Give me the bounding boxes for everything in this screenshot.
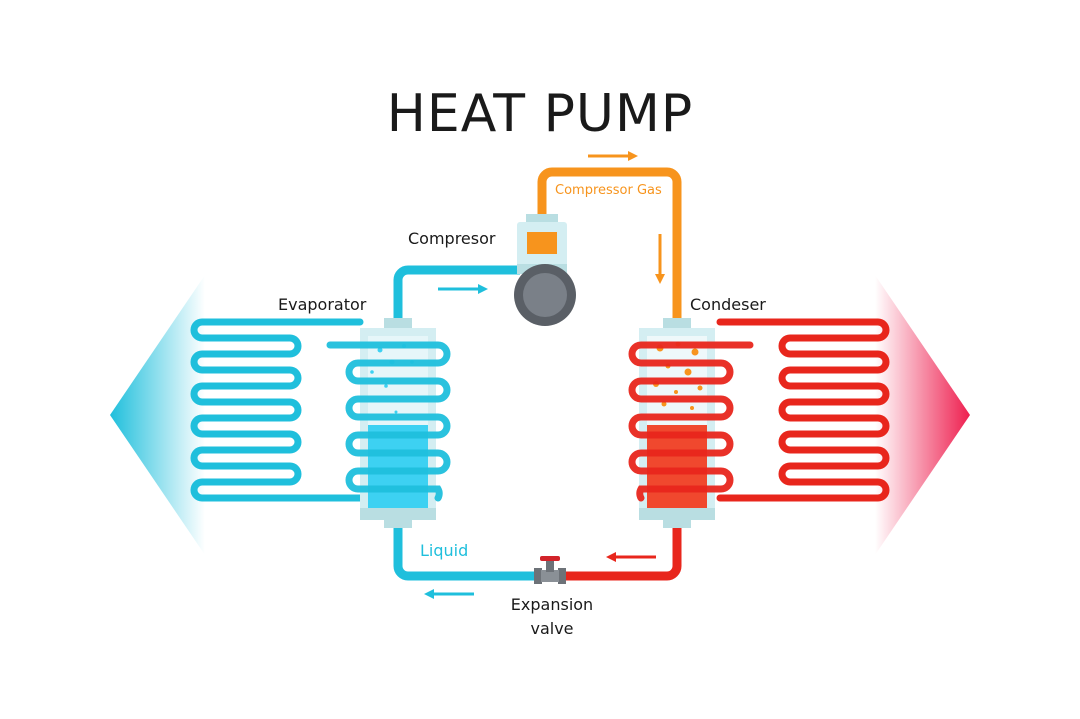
expansion-valve xyxy=(534,556,566,584)
flow-arrow-liquid-left-icon xyxy=(424,589,474,599)
flow-arrow-gas-right-icon xyxy=(588,151,638,161)
expansion-valve-label-line2: valve xyxy=(530,619,573,638)
suction-pipe xyxy=(393,265,520,323)
evaporator-radiator-coil xyxy=(190,318,364,502)
condenser-coil xyxy=(628,341,754,502)
liquid-pipe xyxy=(393,520,540,581)
compressor-gas-label: Compressor Gas xyxy=(555,183,662,198)
compressor-gas-pipe xyxy=(537,167,682,323)
compressor xyxy=(514,214,576,326)
hot-air-arrow-icon xyxy=(875,275,970,555)
evaporator-coil xyxy=(326,341,451,502)
flow-arrow-suction-right-icon xyxy=(438,284,488,294)
liquid-label: Liquid xyxy=(420,541,468,560)
high-pressure-liquid-pipe xyxy=(560,520,682,581)
compressor-label: Compresor xyxy=(408,229,496,248)
flow-arrow-gas-down-icon xyxy=(655,234,665,284)
condenser-label: Condeser xyxy=(690,295,766,314)
cold-air-arrow-icon xyxy=(110,275,205,555)
condenser-vessel xyxy=(639,318,715,528)
flow-arrow-hot-left-icon xyxy=(606,552,656,562)
expansion-valve-label-line1: Expansion xyxy=(511,595,593,614)
diagram-title: HEAT PUMP xyxy=(387,84,693,144)
condenser-radiator-coil xyxy=(716,318,890,502)
evaporator-vessel xyxy=(360,318,436,528)
evaporator-label: Evaporator xyxy=(278,295,367,314)
